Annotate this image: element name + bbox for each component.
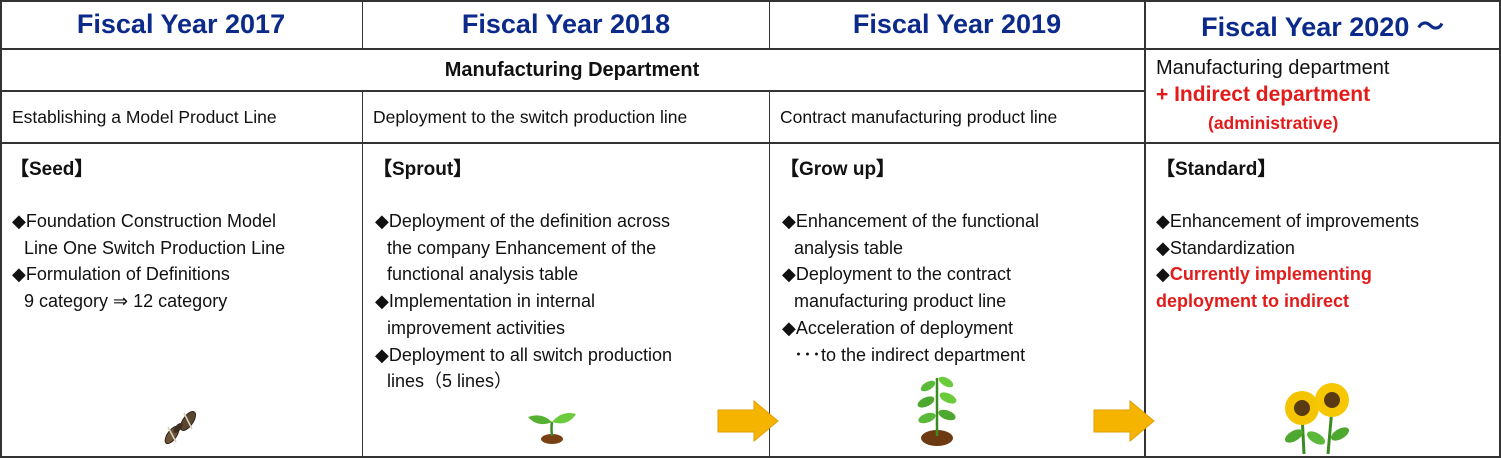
bullet-mark: ◆ — [1156, 264, 1170, 285]
stage-bullets: ◆Foundation Construction Model Line One … — [12, 208, 285, 315]
stage-bullets: ◆Enhancement of improvements ◆Standardiz… — [1156, 208, 1419, 315]
bullet-line: functional analysis table — [387, 264, 579, 285]
sprout-icon — [528, 413, 576, 444]
highlight-text: deployment to indirect — [1156, 291, 1350, 312]
stage-bullets: ◆Enhancement of the functional analysis … — [782, 208, 1039, 368]
stage-sprout-cell: 【Sprout】 ◆Deployment of the definition a… — [363, 144, 769, 456]
year-header-2020: Fiscal Year 2020 〜 — [1146, 0, 1499, 49]
bullet-line: ◆Foundation Construction Model — [12, 211, 276, 231]
department-label: Manufacturing Department — [444, 58, 700, 81]
subline-2018: Deployment to the switch production line — [363, 92, 769, 142]
arrow-right-icon — [717, 399, 779, 443]
year-header-2018: Fiscal Year 2018 — [363, 0, 769, 49]
stage-title: 【Sprout】 — [373, 159, 473, 180]
bullet-line: ◆Deployment to all switch production — [375, 344, 672, 365]
bullet-line: ◆Deployment of the definition across — [375, 211, 670, 231]
stage-grow-up-cell: 【Grow up】 ◆Enhancement of the functional… — [770, 144, 1144, 456]
sunflower-icon — [1284, 383, 1350, 455]
bullet-line: ◆Enhancement of improvements — [1156, 211, 1419, 231]
stage-seed-cell: 【Seed】 ◆Foundation Construction Model Li… — [0, 144, 362, 456]
stage-title: 【Standard】 — [1156, 159, 1277, 180]
bullet-line: improvement activities — [387, 317, 566, 338]
year-header-2019: Fiscal Year 2019 — [770, 0, 1144, 49]
subline-2019: Contract manufacturing product line — [770, 92, 1144, 142]
year-label: Fiscal Year 2018 — [461, 9, 671, 39]
department-line-indirect: + Indirect department — [1156, 83, 1371, 106]
year-header-2017: Fiscal Year 2017 — [0, 0, 362, 49]
bullet-line: lines（5 lines） — [387, 371, 513, 392]
bullet-line: 9 category ⇒ 12 category — [24, 291, 228, 312]
year-label: Fiscal Year 2019 — [852, 9, 1062, 39]
subline-label: Contract manufacturing product line — [780, 106, 1058, 127]
bullet-line: ◆Implementation in internal — [375, 291, 595, 312]
bullet-line: ◆Acceleration of deployment — [782, 317, 1013, 338]
stage-bullets: ◆Deployment of the definition across the… — [375, 208, 672, 395]
manufacturing-department-header: Manufacturing Department — [0, 50, 1144, 90]
arrow-right-icon — [1093, 399, 1155, 443]
department-line-administrative: (administrative) — [1208, 113, 1339, 133]
stage-title: 【Seed】 — [10, 159, 94, 180]
bullet-line: ◆Standardization — [1156, 237, 1295, 258]
seedling-icon — [917, 376, 957, 446]
highlight-text: Currently implementing — [1169, 264, 1372, 285]
bullet-line: manufacturing product line — [794, 291, 1007, 312]
bullet-line-highlight: ◆Currently implementing — [1156, 261, 1419, 288]
bullet-line: ◆Formulation of Definitions — [12, 264, 230, 285]
stage-standard-cell: 【Standard】 ◆Enhancement of improvements … — [1146, 144, 1499, 456]
bullet-line: Line One Switch Production Line — [24, 237, 286, 258]
year-label: Fiscal Year 2017 — [76, 9, 286, 39]
bullet-line: the company Enhancement of the — [387, 237, 657, 258]
subline-label: Establishing a Model Product Line — [12, 106, 277, 127]
bullet-line: ◆Deployment to the contract — [782, 264, 1011, 285]
fy2020-department-header: Manufacturing department + Indirect depa… — [1146, 50, 1499, 142]
bullet-line: ◆Enhancement of the functional — [782, 211, 1040, 231]
year-label: Fiscal Year 2020 〜 — [1201, 12, 1444, 42]
bullet-line: ･･･to the indirect department — [794, 344, 1026, 365]
department-line-manufacturing: Manufacturing department — [1156, 57, 1390, 79]
seeds-icon — [164, 411, 197, 445]
subline-label: Deployment to the switch production line — [373, 106, 688, 127]
stage-title: 【Grow up】 — [780, 159, 896, 180]
subline-2017: Establishing a Model Product Line — [0, 92, 362, 142]
bullet-line: analysis table — [794, 237, 904, 258]
